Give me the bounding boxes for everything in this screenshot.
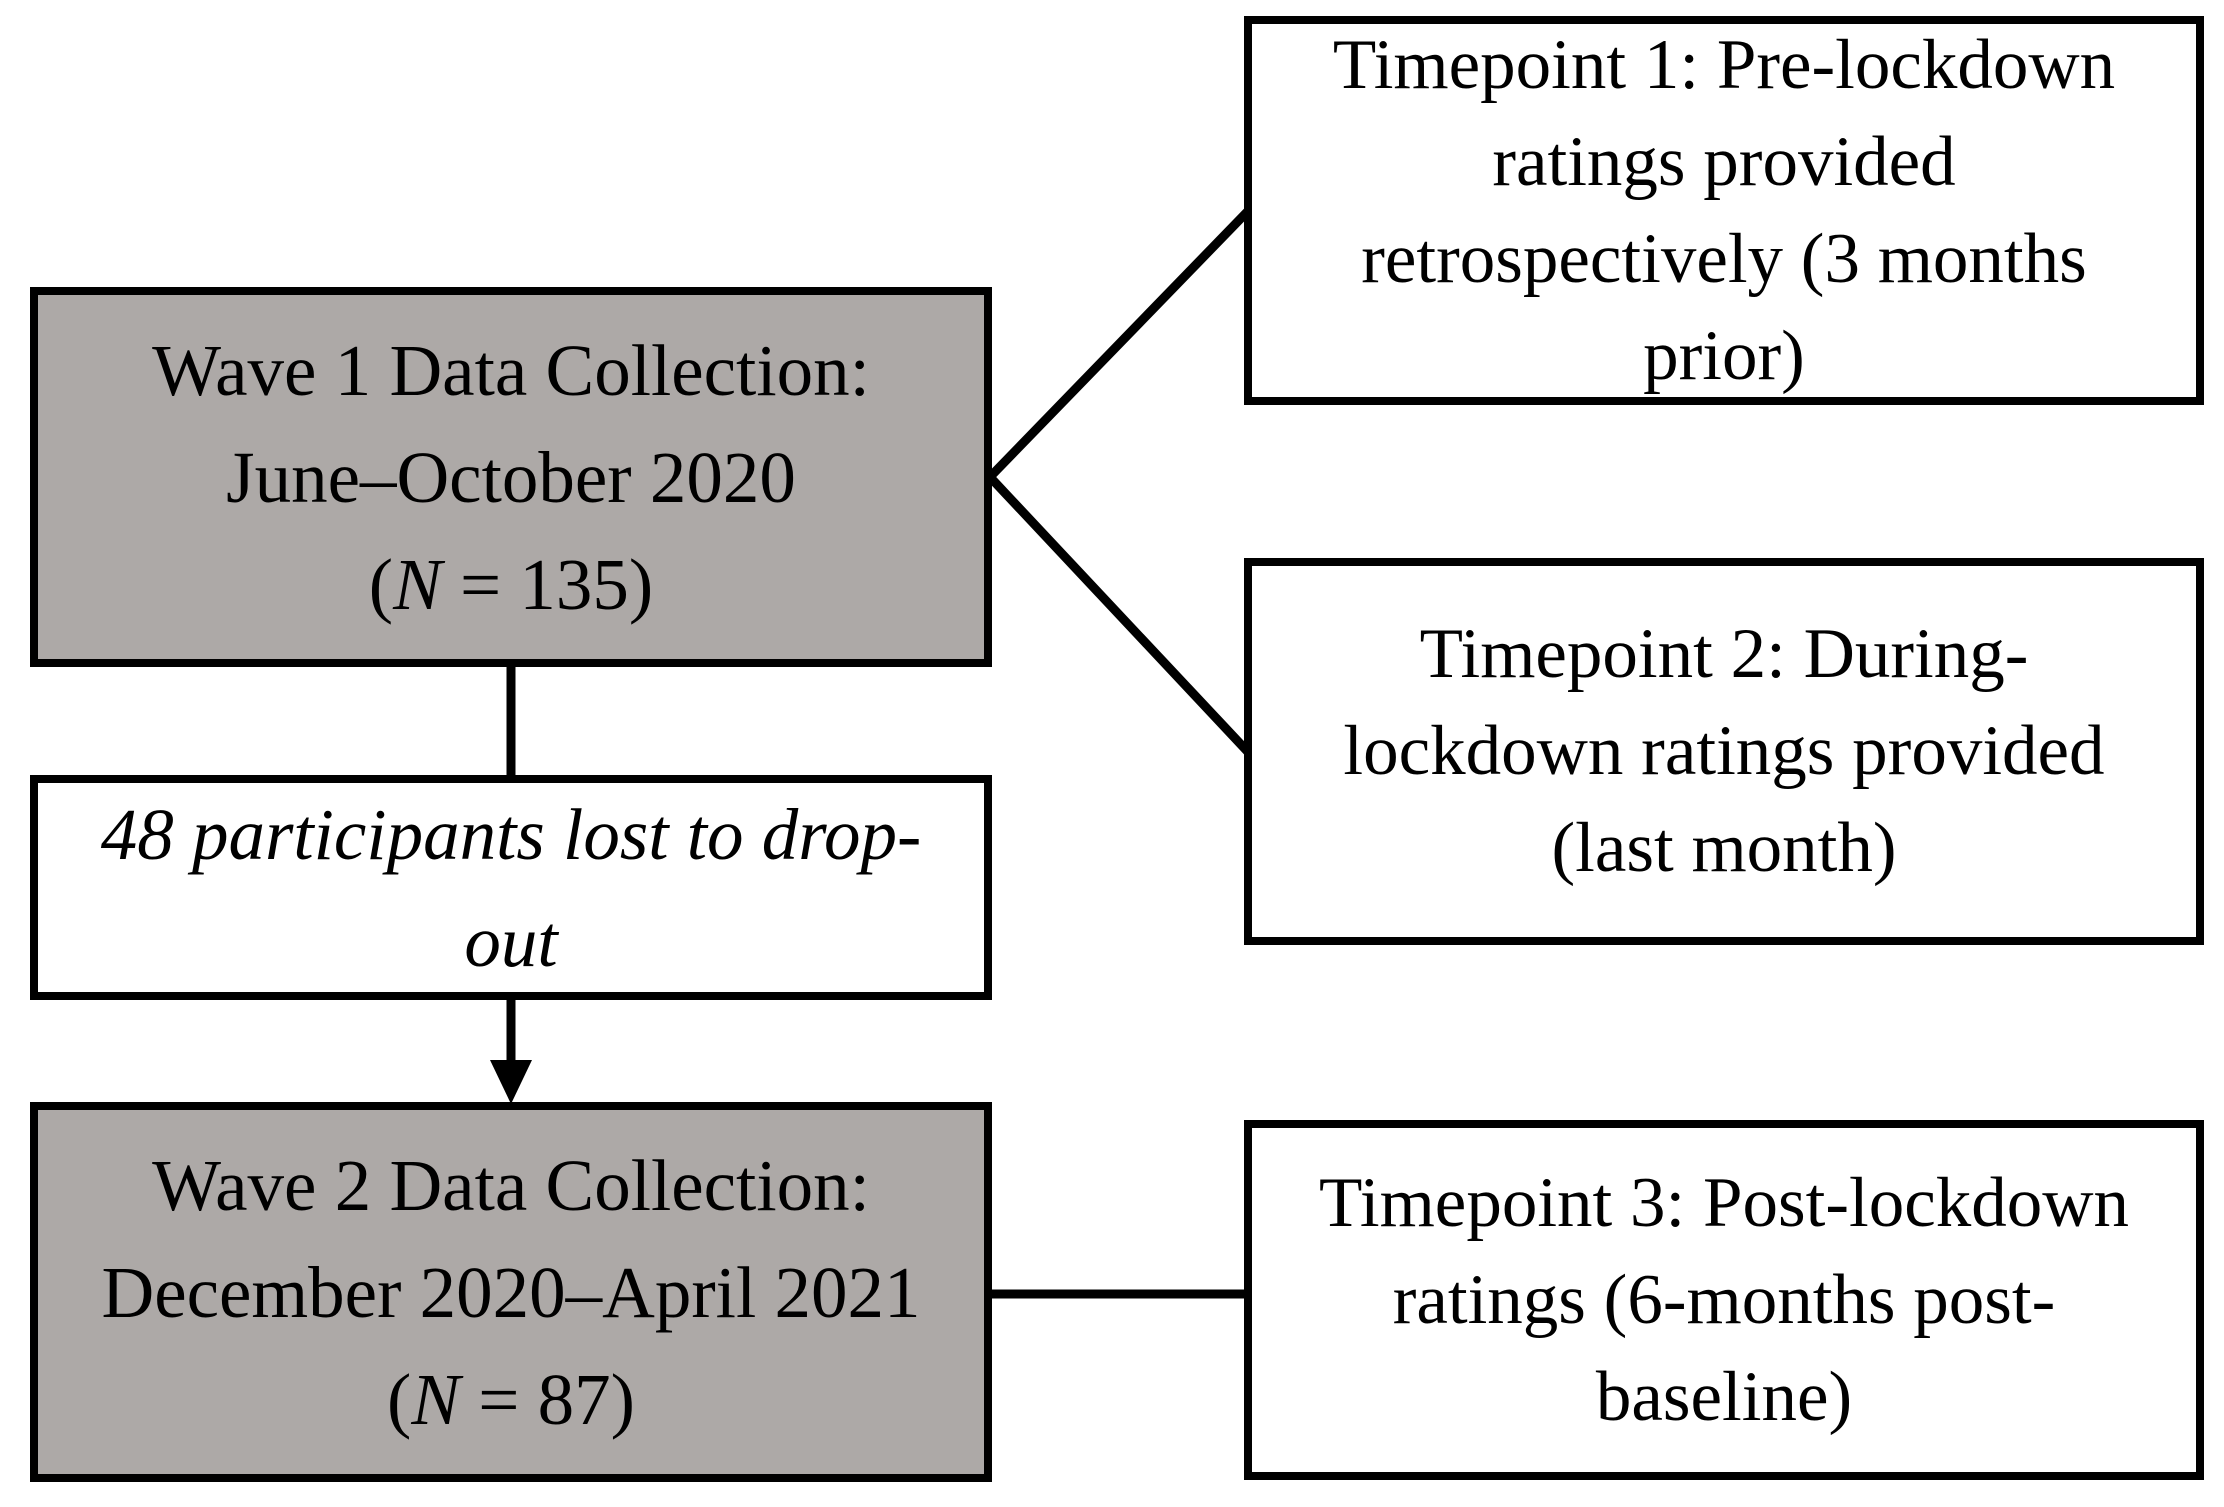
text-run: lockdown ratings provided [1343, 712, 2105, 790]
text-line: Timepoint 3: Post-lockdown [1319, 1155, 2129, 1252]
text-run: ( [387, 1358, 412, 1440]
text-run: = 135) [441, 543, 654, 625]
text-run: Timepoint 1: Pre-lockdown [1332, 25, 2116, 104]
text-line: lockdown ratings provided [1343, 703, 2104, 800]
text-run: retrospectively (3 months [1361, 219, 2087, 298]
text-run: 48 participants lost to drop- [100, 793, 922, 875]
text-line: out [464, 888, 557, 995]
wave1-data-collection-box: Wave 1 Data Collection: June–October 2020… [30, 287, 992, 667]
text-run: out [464, 900, 558, 982]
text-line: ratings provided [1492, 114, 1955, 211]
text-line: Timepoint 1: Pre-lockdown [1333, 17, 2115, 114]
timepoint3-box: Timepoint 3: Post-lockdown ratings (6-mon… [1244, 1120, 2204, 1480]
text-run: (last month) [1551, 809, 1897, 887]
timepoint1-box: Timepoint 1: Pre-lockdown ratings provide… [1244, 16, 2204, 405]
text-run: ratings provided [1492, 122, 1956, 201]
connector-wave1-tp2 [986, 473, 1252, 756]
text-line: (N = 135) [369, 531, 654, 638]
wave2-data-collection-box: Wave 2 Data Collection: December 2020–Apr… [30, 1102, 992, 1482]
text-run: Timepoint 3: Post-lockdown [1318, 1163, 2130, 1242]
text-line: prior) [1643, 308, 1805, 405]
text-line: Wave 1 Data Collection: [152, 317, 870, 424]
text-run: Wave 2 Data Collection: [152, 1144, 870, 1226]
text-line: June–October 2020 [226, 424, 796, 531]
text-line: December 2020–April 2021 [101, 1239, 920, 1346]
arrow-down-icon [490, 1060, 532, 1104]
text-line: (N = 87) [387, 1346, 635, 1453]
text-run: N [411, 1358, 461, 1440]
text-run: N [393, 543, 442, 625]
text-line: Wave 2 Data Collection: [152, 1132, 870, 1239]
text-run: December 2020–April 2021 [101, 1251, 921, 1333]
text-line: retrospectively (3 months [1361, 211, 2087, 308]
text-run: Wave 1 Data Collection: [152, 329, 870, 411]
timepoint2-box: Timepoint 2: During-lockdown ratings pro… [1244, 558, 2204, 945]
text-run: = 87) [460, 1358, 635, 1440]
text-line: Timepoint 2: During- [1420, 606, 2029, 703]
text-line: (last month) [1551, 800, 1896, 897]
text-run: ratings (6-months post- [1392, 1260, 2056, 1339]
dropout-note-box: 48 participants lost to drop-out [30, 775, 992, 1000]
connector-wave1-tp1 [986, 207, 1252, 481]
text-run: prior) [1643, 316, 1805, 395]
text-run: June–October 2020 [226, 436, 796, 518]
text-line: baseline) [1596, 1349, 1852, 1446]
text-run: baseline) [1595, 1357, 1853, 1436]
text-run: ( [368, 543, 394, 625]
text-run: Timepoint 2: During- [1419, 615, 2029, 693]
text-line: ratings (6-months post- [1393, 1252, 2056, 1349]
text-line: 48 participants lost to drop- [101, 781, 922, 888]
